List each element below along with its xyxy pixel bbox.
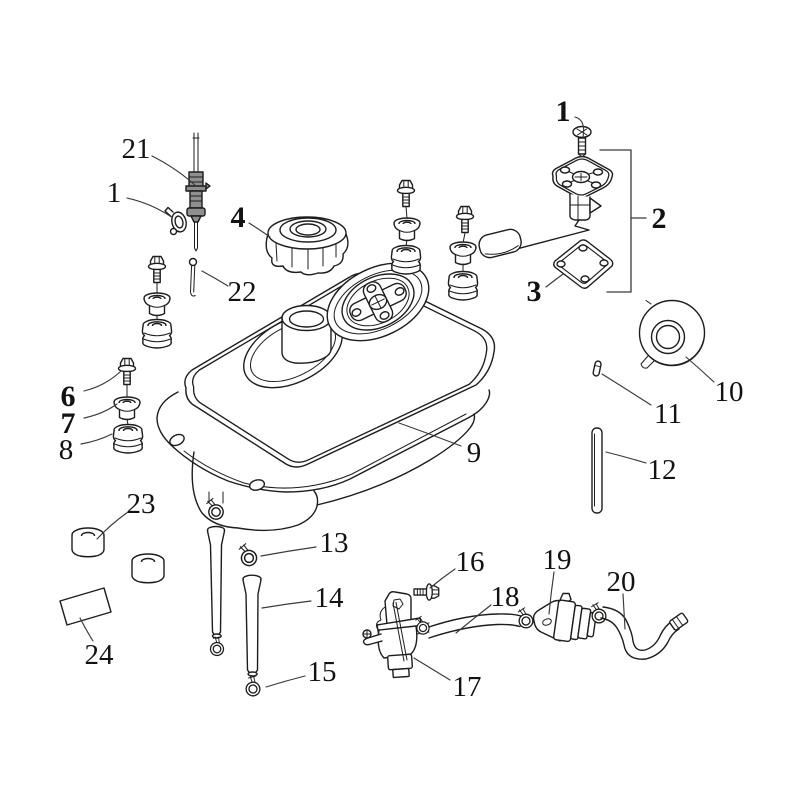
callout-10: 10 [715,376,744,408]
rod-seal [164,206,187,236]
fuel-hose-14 [242,574,262,677]
mount-stack-top1 [390,179,422,275]
inline-fuel-filter [532,592,608,643]
hose-clamp-13 [237,541,259,568]
callout-14: 14 [315,582,345,614]
callout-4: 4 [231,201,246,234]
leader-line-10 [685,356,715,383]
mount-stack-top2 [447,205,479,301]
fuel-level-rod [185,132,211,252]
callout-15: 15 [308,656,337,688]
tank-outlet-hose [204,491,227,658]
leader-line-18 [455,604,492,634]
leader-line-16 [429,568,456,589]
fuel-hose-20 [600,606,689,660]
callout-9: 9 [467,437,482,469]
leader-line-21 [151,155,197,187]
fuel-filter-cup [638,299,706,369]
leader-line-9 [398,422,462,447]
leader-line-24 [79,617,94,642]
hose-clamp-15 [244,674,263,698]
callout-19: 19 [543,544,572,576]
caution-label-plate [59,587,112,626]
leader-line-17 [413,657,451,681]
leader-line-23 [96,511,129,540]
fuel-hose-18 [428,606,535,639]
callout-2: 2 [652,202,667,235]
leader-line-11 [601,373,652,406]
callout-16: 16 [456,546,485,578]
tank-collar-7 [113,384,141,421]
leader-line-3 [545,273,564,288]
drain-tube [591,427,603,514]
callout-7: 7 [61,407,76,440]
leader-line-12 [605,451,647,464]
callout-6: 6 [61,380,76,413]
callout-3: 3 [527,275,542,308]
callout-13: 13 [320,527,349,559]
callout-11: 11 [654,398,682,430]
callout-1: 1 [556,95,571,128]
leader-line-19 [548,571,555,615]
callout-20: 20 [607,566,636,598]
leader-line-14 [261,600,312,609]
callout-17: 17 [453,671,482,703]
valve-bolt-16 [413,583,440,601]
leader-line-1 [574,116,585,138]
leader-line-1 [126,197,171,217]
callout-21: 21 [122,133,151,165]
callout-24: 24 [85,639,115,671]
cotter-pin [188,257,198,297]
leader-line-8 [80,433,113,445]
leader-line-20 [622,593,626,630]
leader-line-22 [201,270,229,287]
leader-line-6 [83,370,122,392]
callout-12: 12 [648,454,677,486]
tank-grommet-8 [112,418,144,454]
callout-1: 1 [107,177,122,209]
fuel-valve [362,591,431,679]
callout-8: 8 [59,434,74,466]
callout-23: 23 [127,488,156,520]
gauge-screw [572,125,592,158]
group-bracket-2 [599,149,632,293]
leader-line-7 [83,403,118,419]
gauge-float [478,228,522,259]
valve-pin [592,360,602,377]
gauge-gasket [553,239,614,289]
leader-line-13 [260,546,317,557]
bushing-pair [71,527,165,584]
callout-22: 22 [228,276,257,308]
mount-stack-left [141,255,173,349]
callout-18: 18 [491,581,520,613]
fuel-cap [265,216,349,276]
fuel-gauge-assembly [478,125,614,259]
fuel-tank [156,262,496,532]
leader-line-15 [265,675,306,688]
leader-line-4 [248,222,271,238]
